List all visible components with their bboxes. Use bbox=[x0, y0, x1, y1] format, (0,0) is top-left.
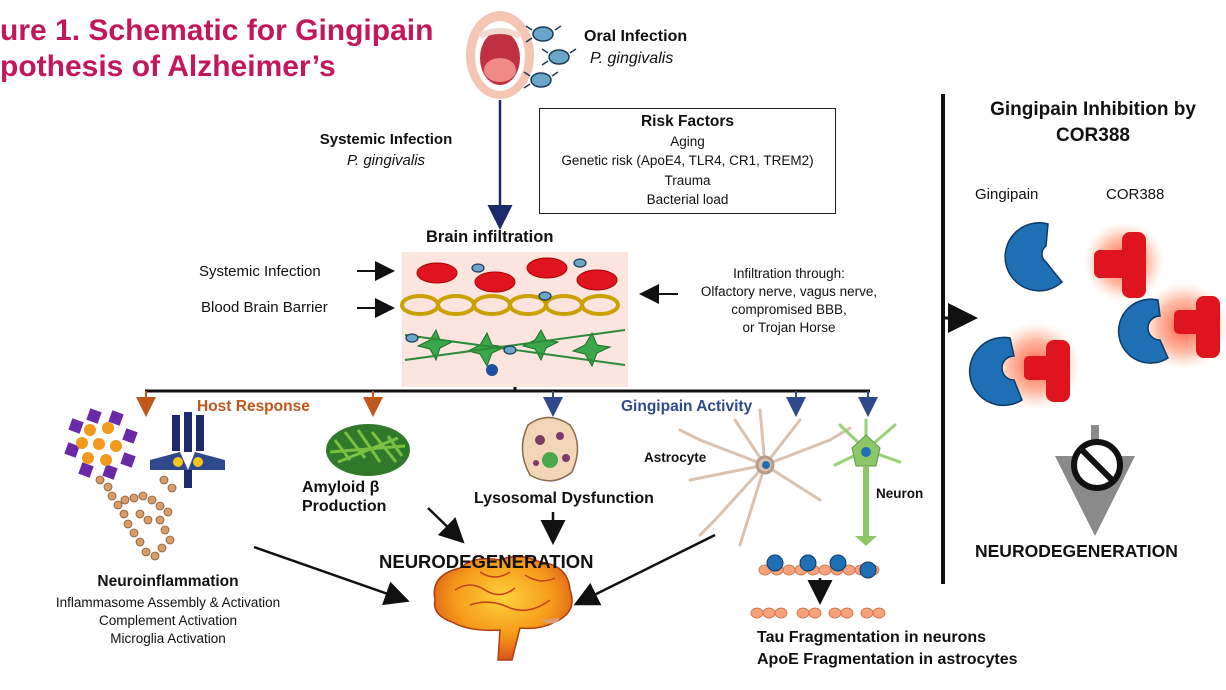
figure-title-line1: ure 1. Schematic for Gingipain bbox=[0, 14, 434, 47]
lysosome-icon bbox=[521, 416, 579, 482]
neuroinflammation-item: Inflammasome Assembly & Activation bbox=[55, 595, 281, 610]
neuroinflammation-heading: Neuroinflammation bbox=[97, 573, 239, 590]
tau-chain-icon bbox=[758, 554, 880, 579]
figure-title-line2: pothesis of Alzheimer’s bbox=[0, 50, 336, 83]
complement-chain-icon bbox=[95, 475, 177, 561]
systemic-infection-label: Systemic Infection bbox=[199, 263, 321, 280]
cor388-unbound-icon bbox=[1084, 222, 1164, 302]
brain-icon bbox=[433, 555, 573, 661]
inhibition-heading-line1: Gingipain Inhibition by bbox=[990, 99, 1196, 120]
receptor-icon bbox=[150, 412, 225, 488]
neuron-label: Neuron bbox=[876, 486, 924, 501]
neurodegeneration-label: NEURODEGENERATION bbox=[379, 551, 594, 572]
neuroinflammation-list: Inflammasome Assembly & Activation Compl… bbox=[30, 594, 306, 648]
systemic-infection-species: P. gingivalis bbox=[346, 152, 426, 169]
inhibition-heading-line2: COR388 bbox=[1056, 125, 1130, 146]
bbb-label: Blood Brain Barrier bbox=[201, 299, 328, 316]
infiltration-line: or Trojan Horse bbox=[742, 320, 836, 335]
infiltration-routes: Infiltration through: Olfactory nerve, v… bbox=[686, 265, 892, 337]
gingipain-inhibited-icon bbox=[968, 322, 1080, 410]
fragment-beads-icon bbox=[750, 607, 886, 619]
oral-infection-heading: Oral Infection bbox=[584, 28, 688, 45]
host-response-label: Host Response bbox=[197, 398, 310, 415]
apoe-fragmentation-label: ApoE Fragmentation in astrocytes bbox=[757, 651, 1018, 668]
tau-fragmentation-label: Tau Fragmentation in neurons bbox=[757, 629, 987, 646]
gingipain-label: Gingipain bbox=[975, 186, 1039, 203]
oral-infection-species: P. gingivalis bbox=[590, 50, 674, 67]
gingipain-unbound-icon bbox=[1004, 222, 1064, 292]
risk-factors-box: Risk Factors Aging Genetic risk (ApoE4, … bbox=[539, 108, 836, 214]
block-icon bbox=[1071, 439, 1123, 491]
infiltration-line: Infiltration through: bbox=[733, 266, 845, 281]
risk-item: Bacterial load bbox=[646, 192, 729, 207]
amyloid-label-line1: Amyloid β bbox=[302, 479, 380, 496]
risk-item: Genetic risk (ApoE4, TLR4, CR1, TREM2) bbox=[561, 153, 814, 168]
infiltration-line: compromised BBB, bbox=[731, 302, 847, 317]
astrocyte-label: Astrocyte bbox=[644, 450, 707, 465]
mouth-icon bbox=[466, 11, 534, 99]
risk-item: Trauma bbox=[664, 172, 711, 188]
bacteria-icon bbox=[523, 25, 577, 89]
neuroinflammation-item: Microglia Activation bbox=[110, 631, 226, 646]
inflammasome-icon bbox=[64, 408, 138, 480]
infiltration-line: Olfactory nerve, vagus nerve, bbox=[700, 284, 878, 299]
inhibition-result-label: NEURODEGENERATION bbox=[975, 541, 1178, 561]
neuron-icon bbox=[833, 418, 902, 546]
gingipain-activity-label: Gingipain Activity bbox=[621, 398, 753, 415]
gingipain-inhibited-icon bbox=[1117, 282, 1226, 370]
panel-divider bbox=[941, 94, 945, 584]
brain-infiltration-heading: Brain infiltration bbox=[426, 228, 554, 246]
neuroinflammation-item: Complement Activation bbox=[98, 613, 238, 628]
cor388-label: COR388 bbox=[1106, 186, 1165, 203]
amyloid-label-line2: Production bbox=[302, 498, 387, 515]
lysosomal-label: Lysosomal Dysfunction bbox=[474, 490, 654, 507]
amyloid-plaque-icon bbox=[326, 424, 410, 476]
astrocyte-icon bbox=[678, 408, 852, 547]
brain-infiltration-illustration bbox=[400, 252, 628, 387]
inhibition-heading: Gingipain Inhibition by COR388 bbox=[960, 97, 1226, 149]
systemic-infection-heading: Systemic Infection bbox=[319, 131, 453, 148]
risk-factors-heading: Risk Factors bbox=[640, 113, 735, 130]
risk-item: Aging bbox=[670, 133, 705, 149]
